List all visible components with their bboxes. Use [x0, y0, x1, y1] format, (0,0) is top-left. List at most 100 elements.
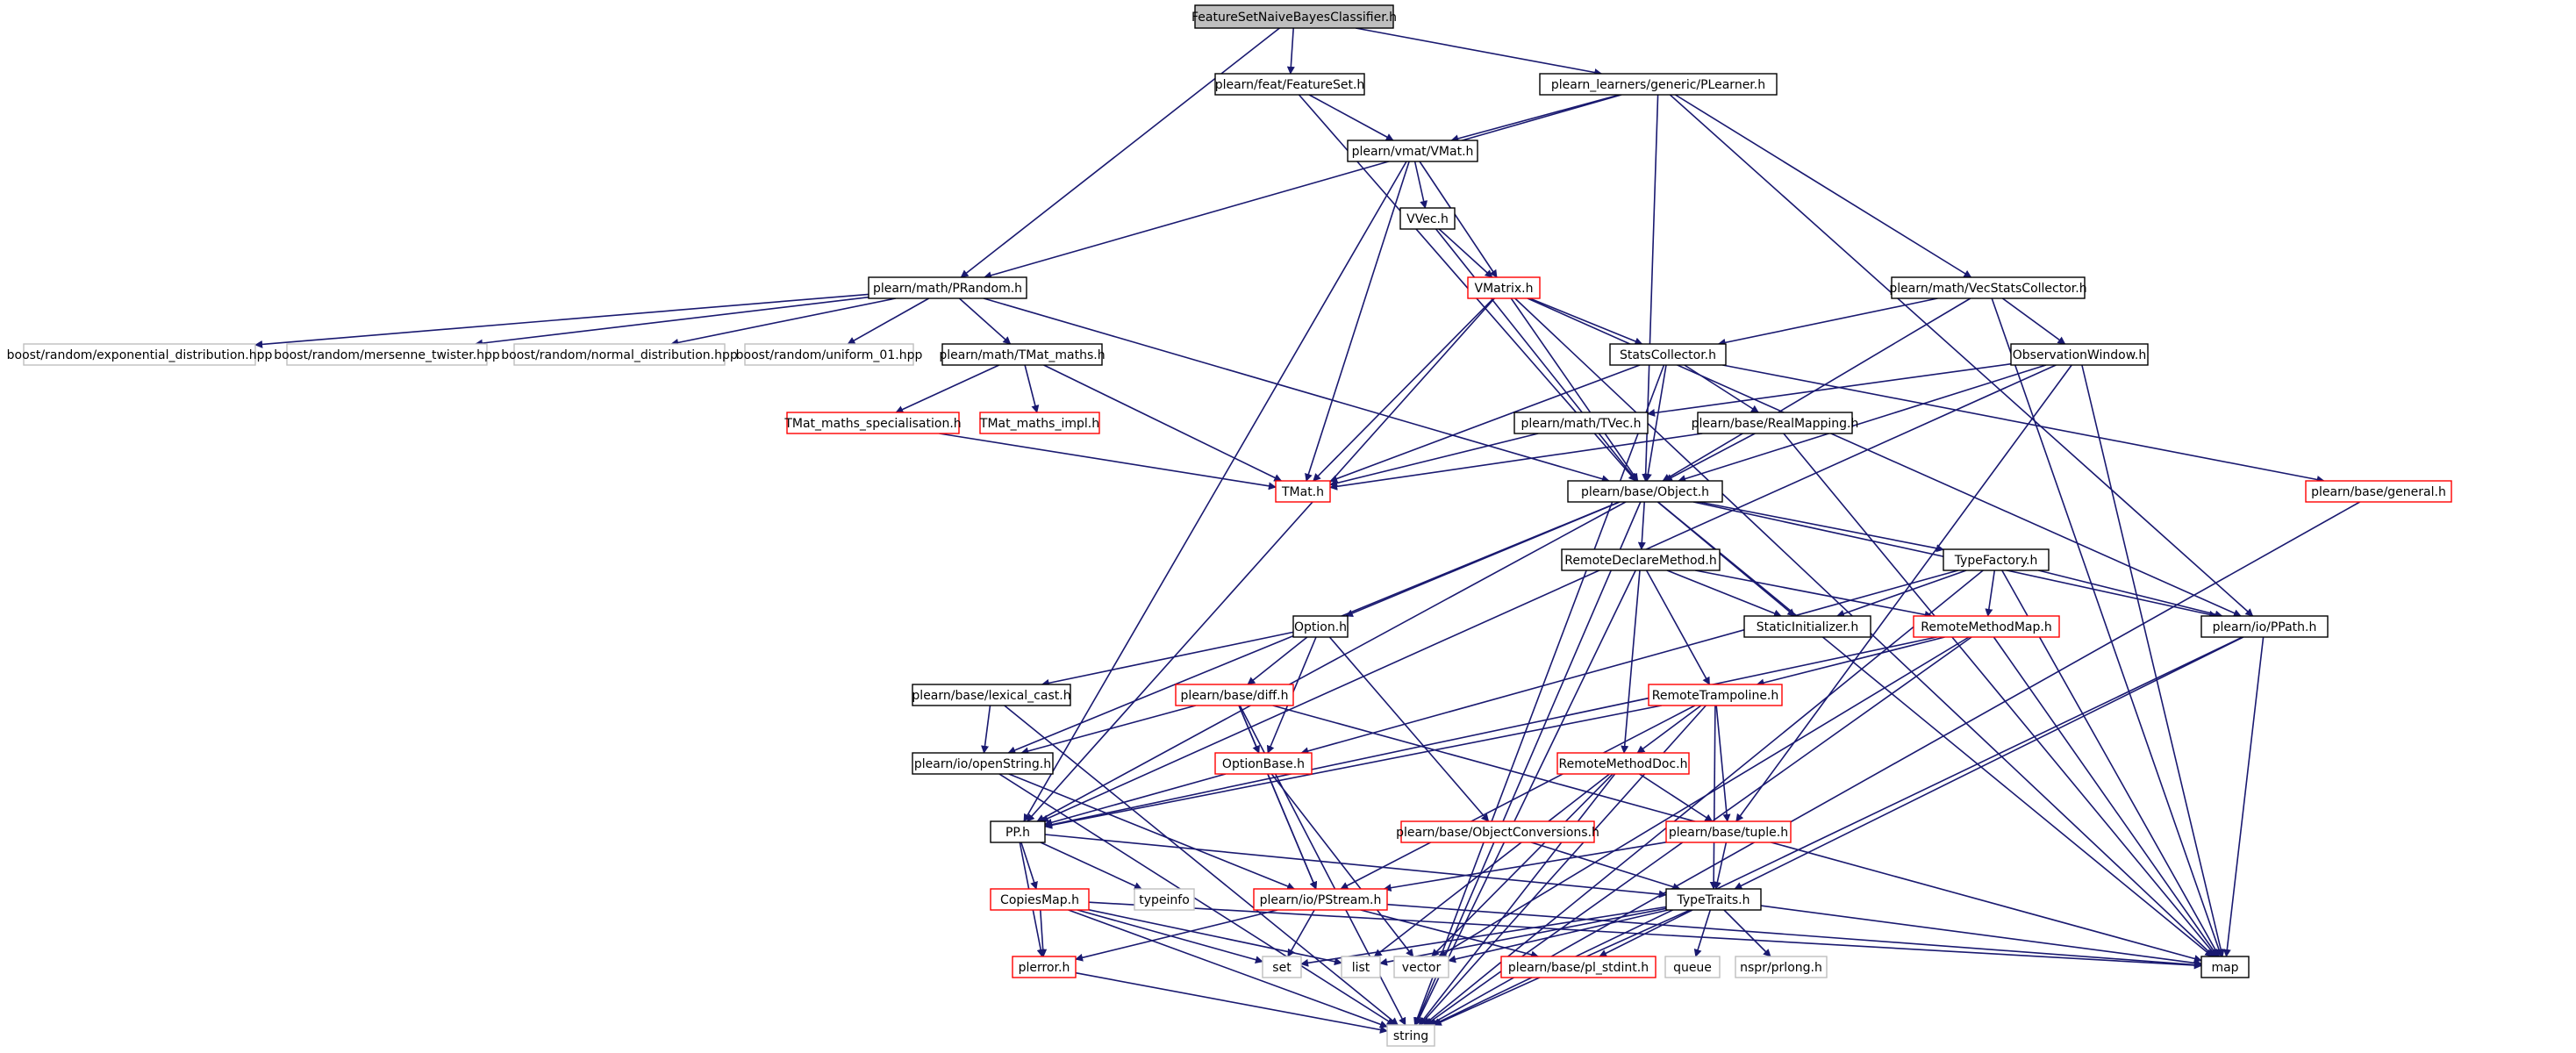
node-box [1697, 412, 1853, 434]
node-pp[interactable]: PP.h [990, 820, 1046, 843]
node-map[interactable]: map [2200, 956, 2250, 978]
node-root[interactable]: FeatureSetNaiveBayesClassifier.h [1191, 4, 1397, 29]
edge-remotemethodmap-to-vector [1438, 636, 1970, 957]
edge-typetraits-to-set [1300, 906, 1667, 967]
node-vvec[interactable]: VVec.h [1399, 207, 1456, 230]
node-box [941, 343, 1103, 366]
edge-diff-to-string [1239, 705, 1406, 1026]
edge-perror-to-string [1075, 971, 1388, 1034]
edge-tmat_spec-to-tmat [939, 433, 1277, 491]
node-box [1194, 4, 1394, 29]
edge-remotedeclare-to-staticinit [1666, 569, 1782, 618]
node-plstdint[interactable]: plearn/base/pl_stdint.h [1500, 956, 1657, 978]
node-label: TypeTraits.h [1677, 893, 1750, 907]
node-general[interactable]: plearn/base/general.h [2305, 480, 2452, 503]
node-obswindow[interactable]: ObservationWindow.h [2010, 343, 2149, 366]
node-remotedeclare[interactable]: RemoteDeclareMethod.h [1561, 548, 1721, 571]
node-label: RemoteMethodDoc.h [1559, 757, 1688, 771]
node-remotemethoddoc[interactable]: RemoteMethodDoc.h [1556, 752, 1690, 775]
node-tmat[interactable]: TMat.h [1275, 480, 1331, 503]
node-objconv[interactable]: plearn/base/ObjectConversions.h [1396, 820, 1599, 843]
node-label: nspr/prlong.h [1740, 961, 1822, 975]
node-staticinit[interactable]: StaticInitializer.h [1743, 615, 1871, 638]
node-typefactory[interactable]: TypeFactory.h [1943, 548, 2050, 571]
node-vmatrix[interactable]: VMatrix.h [1467, 276, 1541, 299]
edge-obswindow-to-tvec [1647, 362, 2012, 417]
edge-remotemethoddoc-to-vector [1431, 773, 1614, 957]
node-box [1891, 276, 2086, 299]
edge-vecstats-to-object [1662, 297, 1971, 482]
node-remotetrampoline[interactable]: RemoteTrampoline.h [1648, 684, 1783, 706]
node-box [2200, 615, 2329, 638]
node-box [1665, 820, 1792, 843]
node-pstream[interactable]: plearn/io/PStream.h [1253, 888, 1388, 911]
node-tuple[interactable]: plearn/base/tuple.h [1665, 820, 1792, 843]
node-plearner[interactable]: plearn_learners/generic/PLearner.h [1539, 73, 1778, 96]
node-statscollector[interactable]: StatsCollector.h [1609, 343, 1727, 366]
edge-obswindow-to-tuple [1735, 364, 2072, 822]
node-box [1175, 684, 1294, 706]
node-realmapping[interactable]: plearn/base/RealMapping.h [1692, 412, 1859, 434]
node-perror[interactable]: plerror.h [1012, 956, 1077, 978]
edge-tmat_maths-to-tmat [1043, 364, 1283, 482]
edge-prandom-to-boost_mt [475, 296, 869, 347]
node-vecstats[interactable]: plearn/math/VecStatsCollector.h [1889, 276, 2087, 299]
edge-typetraits-to-queue [1693, 909, 1712, 957]
node-tvec[interactable]: plearn/math/TVec.h [1513, 412, 1649, 434]
node-tmat-maths[interactable]: plearn/math/TMat_maths.h [939, 343, 1106, 366]
node-label: PP.h [1005, 826, 1030, 840]
node-vmat[interactable]: plearn/vmat/VMat.h [1347, 140, 1478, 162]
node-label: plearn/math/TMat_maths.h [939, 348, 1105, 362]
edge-copiesmap-to-string [1068, 909, 1388, 1028]
edge-remotemethoddoc-to-string [1418, 773, 1616, 1026]
node-label: FeatureSetNaiveBayesClassifier.h [1191, 11, 1397, 25]
node-optionbase[interactable]: OptionBase.h [1214, 752, 1313, 775]
node-openstring[interactable]: plearn/io/openString.h [912, 752, 1054, 775]
node-typetraits[interactable]: TypeTraits.h [1665, 888, 1762, 911]
node-box [868, 276, 1027, 299]
node-featureset[interactable]: plearn/feat/FeatureSet.h [1214, 73, 1365, 96]
node-box [1214, 752, 1313, 775]
node-box [286, 343, 488, 366]
node-box [1012, 956, 1077, 978]
node-label: plearn/feat/FeatureSet.h [1215, 78, 1365, 92]
node-tmat-impl[interactable]: TMat_maths_impl.h [979, 412, 1100, 434]
node-box [1400, 820, 1595, 843]
node-label: boost/random/exponential_distribution.hp… [7, 348, 273, 362]
node-prandom[interactable]: plearn/math/PRandom.h [868, 276, 1027, 299]
node-label: OptionBase.h [1222, 757, 1305, 771]
node-vector: vector [1393, 956, 1449, 978]
node-lexicalcast[interactable]: plearn/base/lexical_cast.h [912, 684, 1071, 706]
node-box [1513, 412, 1649, 434]
node-label: string [1393, 1029, 1428, 1043]
node-box [1943, 548, 2050, 571]
node-tmat-spec[interactable]: TMat_maths_specialisation.h [784, 412, 962, 434]
edge-remotetrampoline-to-tuple [1715, 705, 1731, 822]
node-copiesmap[interactable]: CopiesMap.h [990, 888, 1090, 911]
node-label: plearn/io/PPath.h [2213, 620, 2317, 634]
node-remotemethodmap[interactable]: RemoteMethodMap.h [1913, 615, 2060, 638]
node-box [1664, 956, 1721, 978]
edge-obswindow-to-pp [1040, 364, 2057, 822]
node-option[interactable]: Option.h [1292, 615, 1349, 638]
edge-remotetrampoline-to-pp [1044, 705, 1662, 829]
node-box [744, 343, 914, 366]
node-box [1399, 207, 1456, 230]
node-diff[interactable]: plearn/base/diff.h [1175, 684, 1294, 706]
edge-option-to-diff [1247, 636, 1308, 685]
edge-pp-to-copiesmap [1020, 842, 1038, 890]
node-label: boost/random/mersenne_twister.hpp [274, 348, 500, 362]
node-box [990, 820, 1046, 843]
node-queue: queue [1664, 956, 1721, 978]
node-ppath[interactable]: plearn/io/PPath.h [2200, 615, 2329, 638]
edge-vecstats-to-statscollector [1717, 297, 1938, 347]
node-object[interactable]: plearn/base/Object.h [1567, 480, 1723, 503]
node-box [1341, 956, 1381, 978]
edge-pstream-to-plstdint [1360, 909, 1540, 959]
node-label: Option.h [1294, 620, 1347, 634]
edge-remotetrampoline-to-remotemethoddoc [1636, 705, 1702, 754]
edge-plearner-to-vmat [1450, 94, 1621, 143]
node-box [1648, 684, 1783, 706]
node-label: plearn/io/PStream.h [1260, 893, 1382, 907]
